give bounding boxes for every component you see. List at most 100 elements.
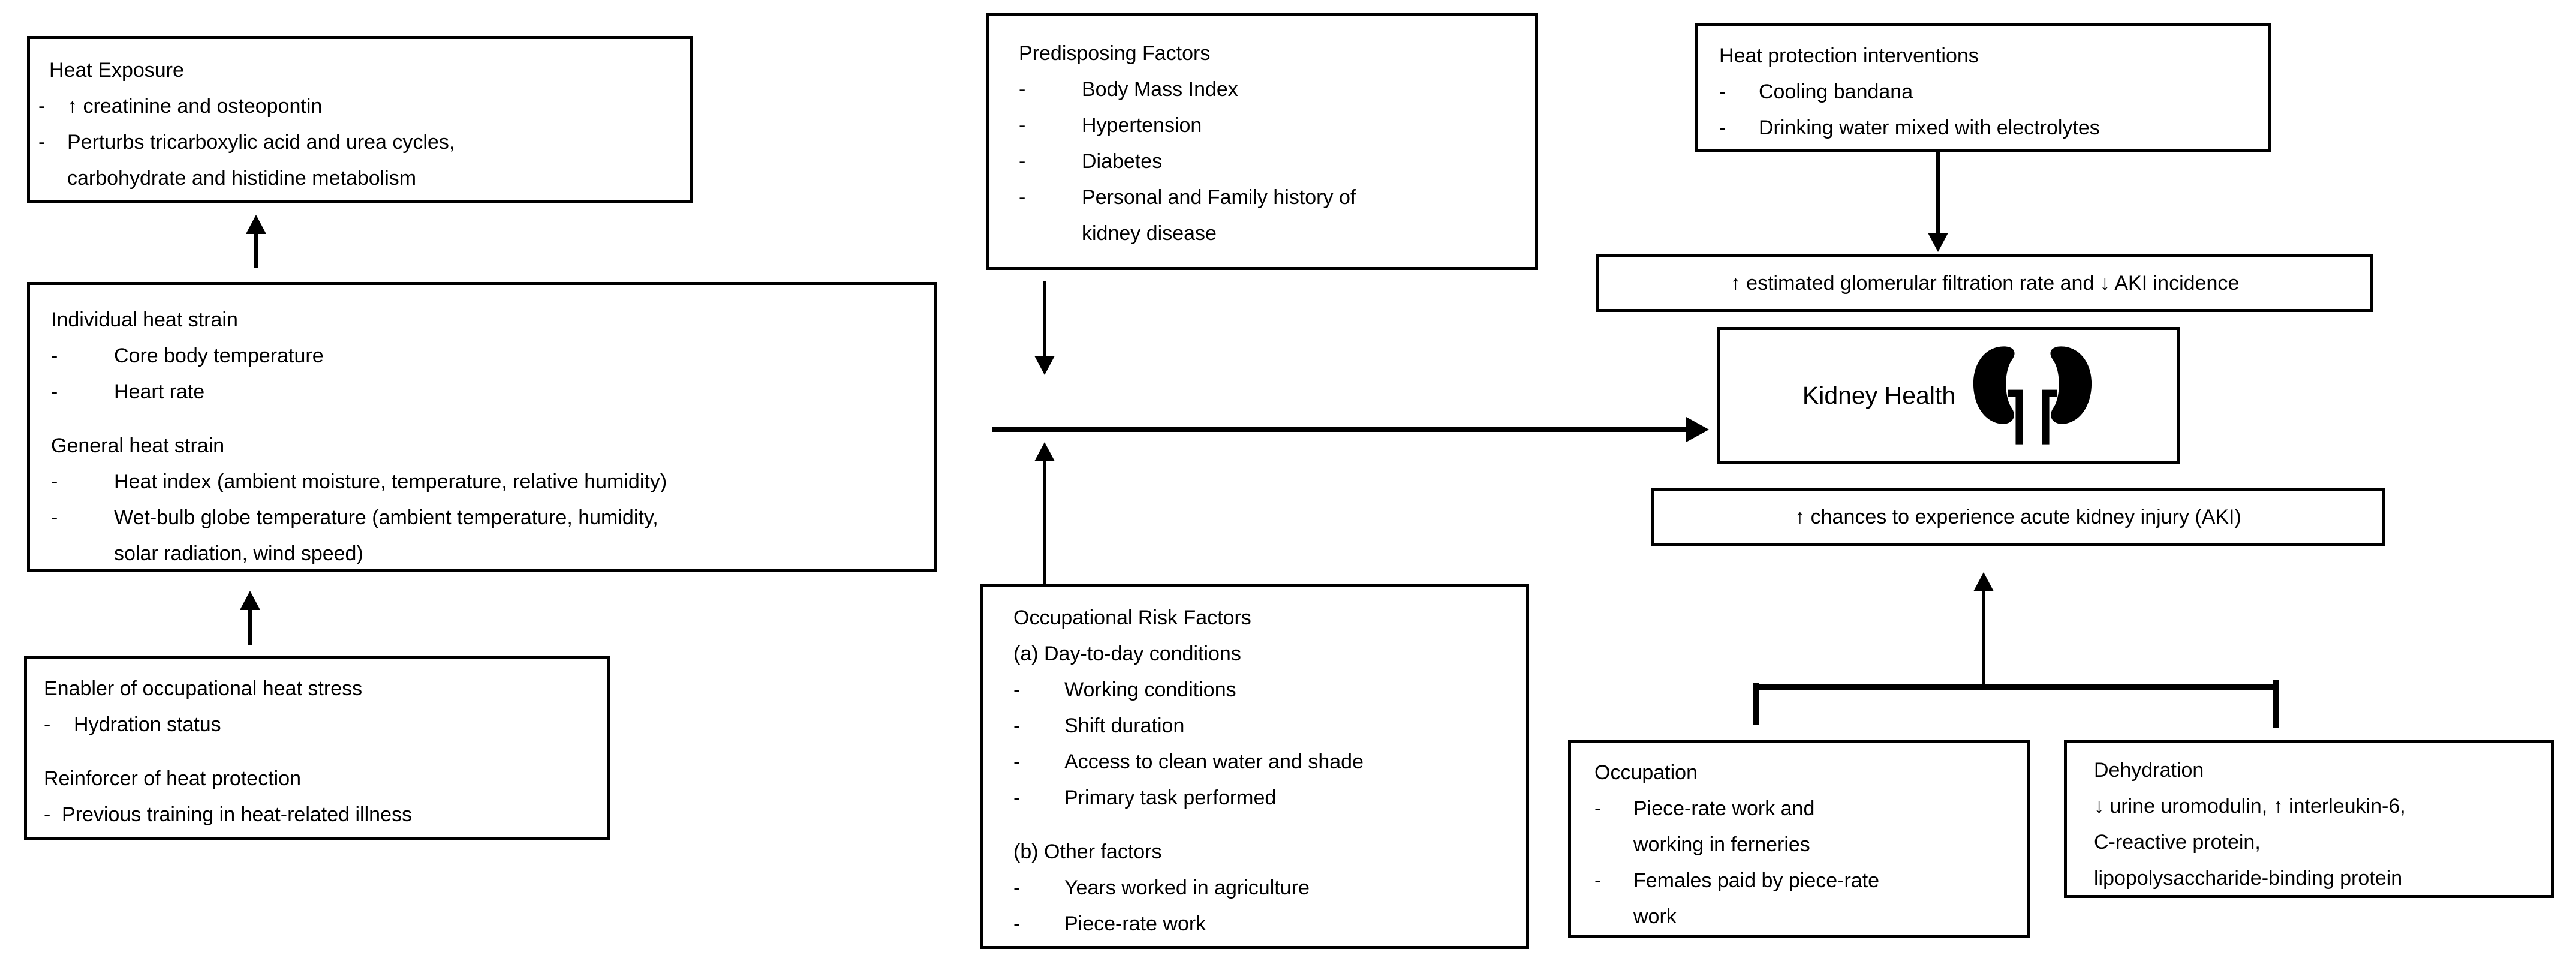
arrow-bracket-to-aki [1972, 572, 1996, 685]
bullet-text: Wet-bulb globe temperature (ambient temp… [114, 506, 658, 565]
box-heat-protection: Heat protection interventions - Cooling b… [1695, 23, 2271, 152]
bracket-bar [1756, 684, 2279, 690]
bullet-dash: - [38, 131, 46, 154]
box-title: Heat Exposure [49, 59, 184, 82]
bullet-dash: - [51, 380, 58, 403]
bullet-list: -Body Mass Index-Hypertension-Diabetes-P… [1019, 71, 1521, 251]
outcome-text: ↑ chances to experience acute kidney inj… [1795, 505, 2241, 528]
bullet-list: -↑ creatinine and osteopontin-Perturbs t… [38, 88, 675, 196]
box-predisposing: Predisposing Factors -Body Mass Index-Hy… [986, 13, 1538, 270]
bullet-list: -Working conditions-Shift duration-Acces… [1013, 672, 1514, 816]
bullet-text: Piece-rate work [1064, 912, 1206, 935]
bullet-text: Years worked in agriculture [1064, 876, 1310, 899]
bullet-dash: - [1019, 114, 1026, 137]
group-enabler: Enabler of occupational heat stress -Hyd… [44, 671, 595, 743]
bullet-text: Hypertension [1082, 114, 1202, 137]
group-title: (b) Other factors [1013, 840, 1162, 863]
bullet-dash: - [1013, 678, 1021, 701]
kidneys-icon [1973, 346, 2092, 445]
bracket-stub-left [1753, 683, 1759, 725]
group-title: General heat strain [51, 434, 225, 457]
bullet-item: -↑ creatinine and osteopontin [38, 88, 675, 124]
bullet-item: -Previous training in heat-related illne… [44, 797, 595, 833]
bullet-dash: - [1013, 912, 1021, 935]
bullet-dash: - [1013, 876, 1021, 899]
bullet-list: -Core body temperature-Heart rate [51, 338, 920, 410]
bullet-list: -Hydration status [44, 707, 595, 743]
bullet-dash: - [1013, 714, 1021, 737]
bullet-text: Previous training in heat-related illnes… [62, 803, 412, 826]
bullet-dash: - [1013, 750, 1021, 773]
box-title: Occupational Risk Factors [1013, 606, 1251, 629]
bullet-item: -Core body temperature [51, 338, 920, 374]
bullet-text: ↑ creatinine and osteopontin [67, 95, 323, 118]
bullet-item: -Perturbs tricarboxylic acid and urea cy… [38, 124, 675, 196]
bullet-item: - Personal and Family history of kidney d… [1019, 179, 1521, 251]
bracket-stub-right [2273, 680, 2279, 728]
bullet-item: - Hypertension [1019, 107, 1521, 143]
bullet-item: - Primary task performed [1013, 780, 1514, 816]
kidney-health-label: Kidney Health [1802, 381, 1956, 409]
bullet-dash: - [1719, 116, 1726, 139]
box-title: Dehydration [2094, 759, 2204, 782]
bullet-list: -Heat index (ambient moisture, temperatu… [51, 464, 920, 572]
bullet-item: -Body Mass Index [1019, 71, 1521, 107]
bullet-item: -Heat index (ambient moisture, temperatu… [51, 464, 920, 500]
group-title: Reinforcer of heat protection [44, 767, 302, 790]
bullet-dash: - [51, 470, 58, 493]
bullet-item: - Years worked in agriculture [1013, 870, 1514, 906]
bullet-list: -Piece-rate work and working in fernerie… [1594, 791, 2017, 935]
box-occupational-risk: Occupational Risk Factors (a) Day-to-day… [980, 584, 1529, 949]
bullet-text: Heart rate [114, 380, 205, 403]
group-title: Individual heat strain [51, 308, 238, 331]
bullet-text: Body Mass Index [1082, 78, 1238, 101]
bullet-text: Cooling bandana [1759, 80, 1913, 103]
box-egfr-outcome: ↑ estimated glomerular filtration rate a… [1596, 254, 2373, 312]
bullet-dash: - [1013, 786, 1021, 809]
bullet-dash: - [1019, 150, 1026, 173]
bullet-text: Primary task performed [1064, 786, 1277, 809]
bullet-item: - Females paid by piece-rate work [1594, 863, 2017, 935]
bullet-dash: - [38, 95, 46, 118]
bullet-text: Personal and Family history of kidney di… [1082, 186, 1356, 245]
group-day-to-day: (a) Day-to-day conditions -Working condi… [1013, 636, 1514, 816]
bullet-item: -Piece-rate work and working in fernerie… [1594, 791, 2017, 863]
bullet-item: - Cooling bandana [1719, 74, 2256, 110]
arrow-predisposing-down [1033, 281, 1057, 375]
group-general-heat-strain: General heat strain -Heat index (ambient… [51, 428, 920, 572]
bullet-list: - Years worked in agriculture - Piece-rate … [1013, 870, 1514, 942]
bullet-dash: - [1594, 797, 1602, 820]
bullet-item: -Access to clean water and shade [1013, 744, 1514, 780]
group-reinforcer: Reinforcer of heat protection -Previous … [44, 761, 595, 833]
group-other-factors: (b) Other factors - Years worked in agric… [1013, 834, 1514, 942]
bullet-text: Females paid by piece-rate work [1633, 869, 1880, 928]
bullet-item: - Wet-bulb globe temperature (ambient tem… [51, 500, 920, 572]
box-title: Heat protection interventions [1719, 44, 1979, 67]
bullet-dash: - [1594, 869, 1602, 892]
bullet-item: -Diabetes [1019, 143, 1521, 179]
bullet-dash: - [51, 344, 58, 367]
bullet-dash: - [44, 713, 51, 736]
box-dehydration: Dehydration ↓ urine uromodulin, ↑ interl… [2064, 740, 2554, 898]
outcome-text: ↑ estimated glomerular filtration rate a… [1730, 271, 2240, 295]
bullet-dash: - [1719, 80, 1726, 103]
arrow-enabler-to-heatstrain [238, 591, 262, 645]
bullet-text: Drinking water mixed with electrolytes [1759, 116, 2100, 139]
box-body: ↓ urine uromodulin, ↑ interleukin-6, C-r… [2094, 795, 2406, 890]
box-kidney-health: Kidney Health [1717, 327, 2180, 464]
bullet-item: - Heart rate [51, 374, 920, 410]
bullet-list: - Cooling bandana - Drinking water mixed wi… [1719, 74, 2256, 146]
group-individual-heat-strain: Individual heat strain -Core body temper… [51, 302, 920, 410]
bullet-dash: - [51, 506, 58, 529]
bullet-item: -Hydration status [44, 707, 595, 743]
arrow-occupational-up [1033, 442, 1057, 584]
box-title: Predisposing Factors [1019, 42, 1211, 65]
arrow-heatprotection-to-egfr [1926, 152, 1950, 252]
arrow-heatstrain-to-heatexposure [244, 215, 268, 268]
bullet-list: -Previous training in heat-related illne… [44, 797, 595, 833]
box-heat-strain: Individual heat strain -Core body temper… [27, 282, 937, 572]
bullet-dash: - [1019, 186, 1026, 209]
bullet-item: - Drinking water mixed with electrolytes [1719, 110, 2256, 146]
bullet-item: -Shift duration [1013, 708, 1514, 744]
